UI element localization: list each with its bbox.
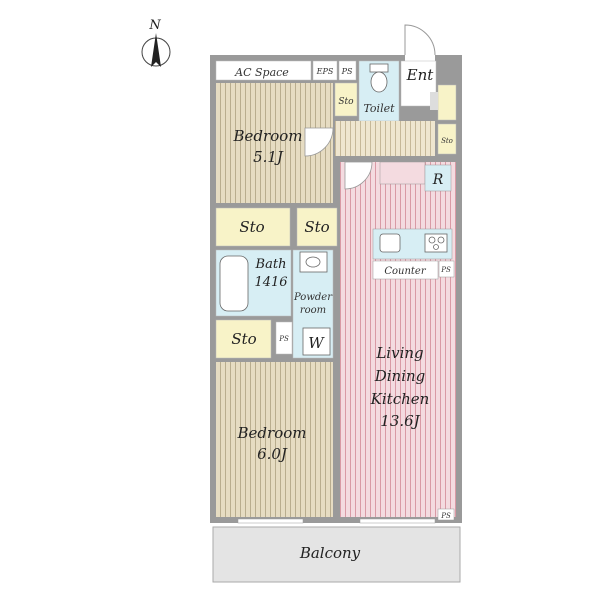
ps-shaft-middle — [275, 321, 293, 355]
bath-size: 1416 — [254, 275, 287, 290]
storage-label-4: Sto — [231, 330, 256, 348]
ldk-name-line3: Kitchen — [370, 390, 430, 408]
washbasin-icon — [299, 251, 328, 273]
ldk-size: 13.6J — [380, 412, 420, 430]
storage-label-hall: Sto — [441, 137, 453, 145]
eps-shaft — [312, 60, 338, 81]
ac-space-label: AC Space — [234, 66, 289, 79]
balcony — [212, 526, 461, 583]
powder-room-line1: Powder — [293, 292, 333, 303]
powder-room-line2: room — [300, 305, 326, 316]
sink-icon — [379, 233, 401, 253]
eps-label: EPS — [316, 67, 334, 76]
toilet-label: Toilet — [363, 102, 395, 115]
washer-space — [302, 327, 331, 356]
washer-label: W — [308, 334, 325, 352]
entrance-step — [430, 92, 438, 110]
bedroom-2-window — [237, 518, 304, 524]
bathtub-icon — [219, 255, 249, 312]
stove-icon — [424, 233, 448, 253]
ldk-name-line2: Dining — [374, 367, 426, 385]
shoe-storage — [437, 84, 457, 121]
bedroom-1-name: Bedroom — [233, 127, 303, 145]
refrigerator-label: R — [432, 172, 444, 188]
hallway-floor — [335, 121, 435, 156]
ps-label-top: PS — [341, 67, 353, 76]
counter-area — [372, 260, 439, 280]
bedroom-2-name: Bedroom — [237, 424, 307, 442]
storage-closet-bedroom1 — [215, 207, 291, 247]
storage-closet-hall — [296, 207, 338, 247]
ac-space — [215, 60, 312, 81]
bedroom-2-floor — [216, 362, 333, 517]
north-arrow-icon: N — [141, 18, 171, 67]
ldk-name-line1: Living — [375, 344, 423, 362]
toilet-bowl-icon — [369, 63, 389, 93]
ps-label-bottom: PS — [440, 512, 451, 520]
bath-name: Bath — [255, 257, 287, 272]
storage-label-2: Sto — [239, 218, 264, 236]
compass-label: N — [148, 18, 161, 33]
ldk-door[interactable] — [344, 161, 373, 190]
ps-label-middle: PS — [278, 335, 289, 343]
storage-closet-bedroom2 — [215, 319, 272, 359]
ldk-floor — [340, 162, 456, 517]
storage-closet-toilet-side — [334, 82, 358, 117]
ps-shaft-bottom — [437, 508, 455, 521]
counter-label: Counter — [384, 266, 426, 277]
bedroom-1-door[interactable] — [304, 127, 334, 157]
ps-shaft-kitchen — [438, 260, 455, 278]
balcony-label: Balcony — [299, 544, 361, 562]
storage-label-1: Sto — [338, 97, 354, 107]
refrigerator-space — [424, 164, 452, 192]
bedroom-2-size: 6.0J — [257, 445, 288, 463]
ps-label-kitchen: PS — [440, 266, 451, 274]
kitchen-cabinet — [379, 161, 426, 185]
ps-shaft-top — [338, 60, 357, 81]
entrance-label: Ent — [406, 66, 435, 84]
ldk-window — [359, 518, 436, 524]
bedroom-1-size: 5.1J — [253, 148, 284, 166]
storage-label-3: Sto — [304, 218, 329, 236]
storage-hall — [437, 123, 457, 155]
entrance-door[interactable] — [404, 24, 436, 56]
